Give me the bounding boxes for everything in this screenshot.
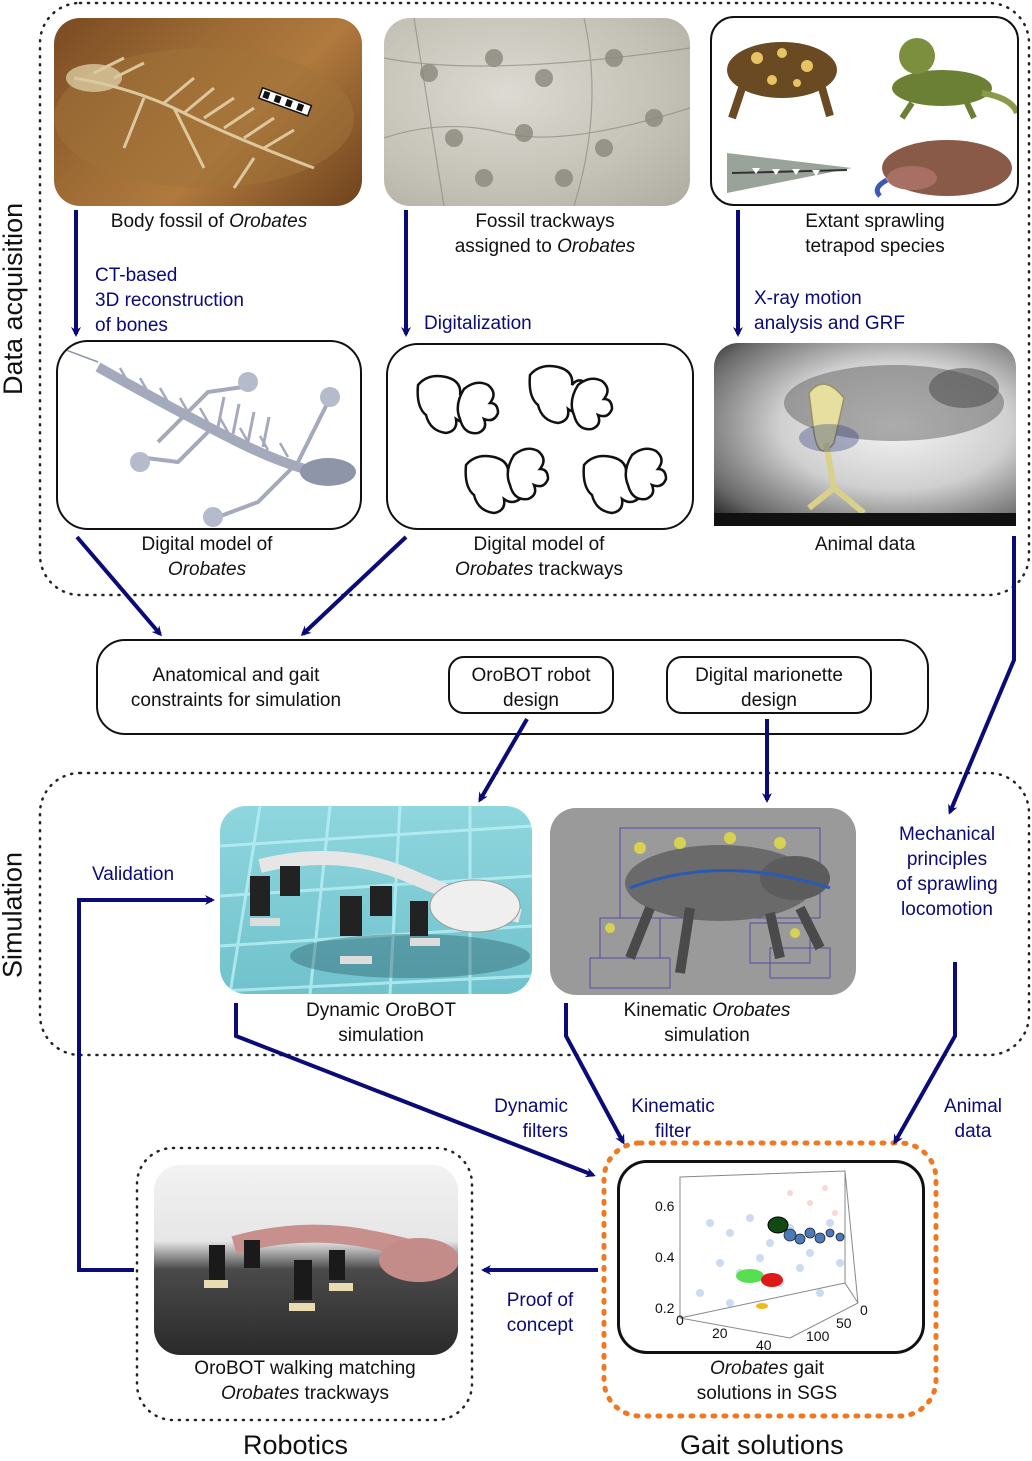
label-digital-trackways: Digital model of Orobates trackways: [455, 534, 623, 580]
arrow-orobot-to-dynamic: [478, 717, 529, 803]
dynamic-orobot-render: [220, 806, 532, 994]
label-kinematic-sim: Kinematic Orobates simulation: [623, 1000, 791, 1046]
arrow-tracks-to-constraints: [300, 535, 408, 637]
label-extant: Extant sprawling tetrapod species: [805, 211, 945, 257]
label-dynamic-sim: Dynamic OroBOT simulation: [306, 1000, 456, 1046]
label-gait-solutions: Orobates gait solutions in SGS: [696, 1358, 838, 1404]
kinematic-orobates-render: [550, 808, 856, 995]
plot-x1-tick: 40: [756, 1337, 772, 1353]
label-body-fossil: Body fossil of Orobates: [110, 211, 308, 232]
plot-x2-tick: 50: [836, 1315, 852, 1331]
edge-label-xray: X-ray motion analysis and GRF: [754, 288, 906, 334]
label-animal-data: Animal data: [814, 534, 916, 555]
arrow-dynamic-filters: [234, 1003, 596, 1178]
section-gait-solutions: Gait solutions: [680, 1430, 844, 1460]
edge-label-proof: Proof of concept: [506, 1290, 574, 1336]
edge-label-ct: CT-based 3D reconstruction of bones: [95, 265, 244, 336]
arrow-validation: [77, 895, 215, 1272]
arrow-kinematic-filter: [564, 1003, 625, 1145]
section-data-acquisition: Data acquisition: [0, 202, 28, 395]
plot-x1-tick: 0: [676, 1312, 684, 1328]
label-orobot-walking: OroBOT walking matching Orobates trackwa…: [194, 1358, 416, 1404]
orobot-walking-photo: [154, 1165, 458, 1355]
label-fossil-trackways: Fossil trackways assigned to Orobates: [454, 211, 636, 257]
orobot-design-box: OroBOT robot design: [448, 656, 614, 714]
edge-label-dynamic-filters: Dynamic filters: [494, 1096, 568, 1142]
data-acquisition-frame: [38, 1, 1031, 597]
edge-label-digitalization: Digitalization: [424, 313, 532, 334]
section-robotics: Robotics: [243, 1430, 349, 1460]
edge-label-validation: Validation: [92, 864, 175, 885]
plot-y-tick: 0.2: [655, 1300, 675, 1316]
simulation-frame: [38, 771, 1031, 1057]
arrow-model-to-constraints: [75, 535, 162, 637]
xray-photo: [714, 343, 1016, 526]
sgs-plot-box: [617, 1160, 925, 1354]
label-constraints: Anatomical and gait constraints for simu…: [130, 665, 342, 711]
marionette-design-box: Digital marionette design: [666, 656, 872, 714]
arrow-animal-data-sgs: [893, 962, 957, 1145]
plot-y-tick: 0.4: [655, 1249, 675, 1265]
label-digital-model: Digital model of Orobates: [141, 534, 273, 580]
plot-x2-tick: 0: [860, 1302, 868, 1318]
edge-label-kinematic-filter: Kinematic filter: [631, 1096, 715, 1142]
body-fossil-photo: [54, 18, 362, 206]
plot-y-tick: 0.6: [655, 1198, 675, 1214]
extant-species-photos: [710, 16, 1019, 206]
edge-label-animal-data: Animal data: [943, 1096, 1003, 1142]
arrow-animal-to-mechanical: [948, 536, 1016, 815]
plot-x1-tick: 20: [712, 1325, 728, 1341]
plot-x2-tick: 100: [806, 1328, 830, 1344]
section-simulation: Simulation: [0, 851, 28, 979]
fossil-trackways-photo: [384, 18, 690, 206]
digital-trackways-box: [386, 343, 694, 530]
label-mechanical: Mechanical principles of sprawling locom…: [896, 824, 998, 920]
gait-solutions-frame: [601, 1140, 939, 1419]
digital-model-box: [56, 340, 362, 530]
